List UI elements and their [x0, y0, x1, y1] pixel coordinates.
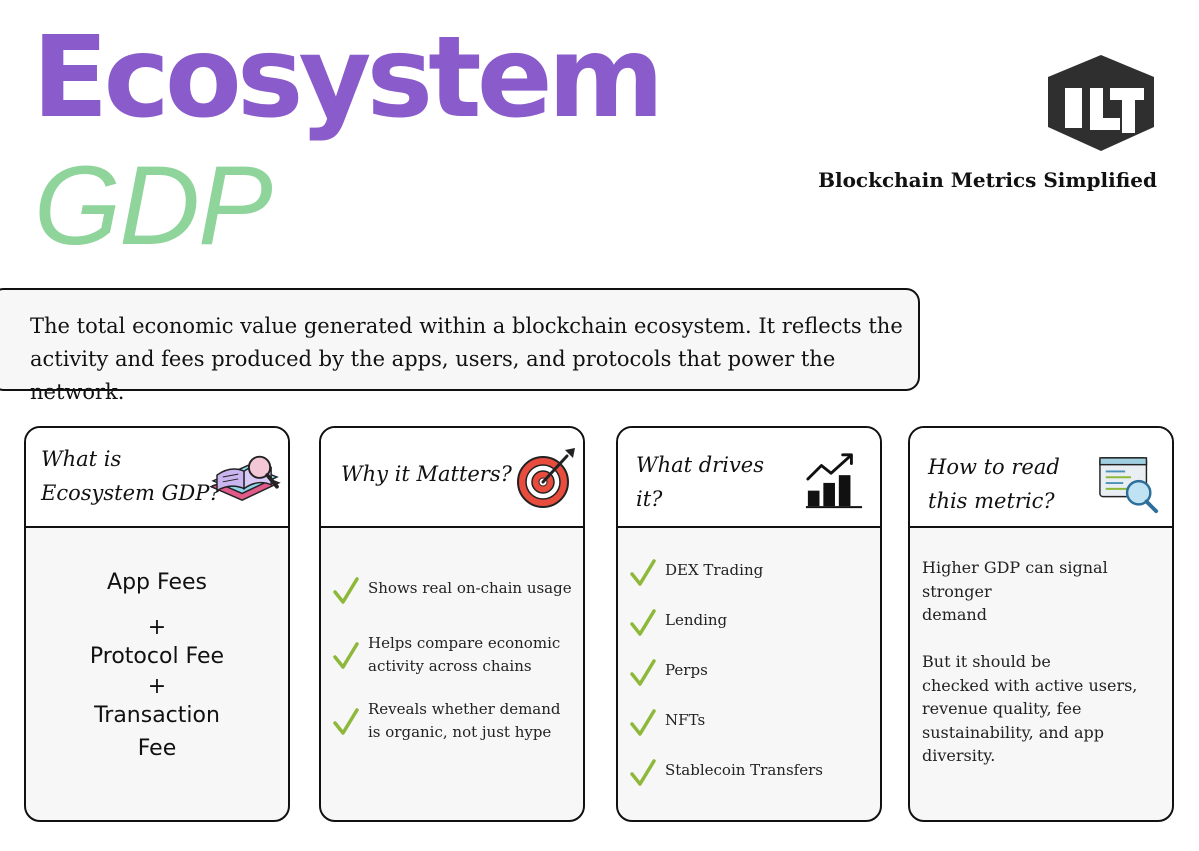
- formula-term: Protocol Fee: [89, 644, 225, 669]
- list-item: Shows real on-chain usage: [333, 577, 577, 604]
- check-icon: [333, 708, 359, 735]
- list-item: Reveals whether demand is organic, not j…: [333, 698, 577, 744]
- card-why-it-matters: Why it Matters? Shows real on-chain usag…: [319, 426, 585, 822]
- page-title: Ecosystem: [32, 13, 664, 143]
- list-item: NFTs: [630, 709, 874, 736]
- check-icon: [630, 609, 656, 636]
- check-icon: [333, 577, 359, 604]
- check-icon: [630, 709, 656, 736]
- benefit-list: Shows real on-chain usage Helps compare …: [333, 577, 577, 744]
- card-what-is: What is Ecosystem GDP? App Fees + Protoc…: [24, 426, 290, 822]
- list-item: Stablecoin Transfers: [630, 759, 874, 786]
- analytics-magnifier-icon: [1099, 457, 1159, 514]
- card-title: What is Ecosystem GDP?: [41, 447, 221, 505]
- formula-term: App Fees: [107, 570, 207, 595]
- driver-list: DEX Trading Lending Perps NFTs Stablecoi…: [630, 559, 874, 786]
- read-paragraph-1: Higher GDP can signal stronger demand: [922, 558, 1108, 624]
- read-paragraph-2: But it should be checked with active use…: [922, 652, 1138, 765]
- card-header: What drives it?: [618, 428, 880, 528]
- card-title: What drives it?: [636, 453, 765, 511]
- formula-term: Fee: [137, 736, 177, 761]
- formula-operator: +: [147, 674, 167, 699]
- target-arrow-icon: [517, 448, 575, 508]
- list-item: Lending: [630, 609, 874, 636]
- list-item: Perps: [630, 659, 874, 686]
- definition-box: The total economic value generated withi…: [0, 288, 920, 404]
- list-item: DEX Trading: [630, 559, 874, 586]
- definition-line: The total economic value generated withi…: [30, 314, 903, 338]
- check-icon: [630, 759, 656, 786]
- growth-chart-icon: [805, 453, 863, 509]
- card-how-to-read: How to read this metric? Higher GDP can …: [908, 426, 1174, 822]
- hexagon-cube-logo-icon: [1048, 55, 1154, 151]
- tagline: Blockchain Metrics Simplified: [818, 168, 1157, 192]
- card-header: What is Ecosystem GDP?: [26, 428, 288, 528]
- card-what-drives-it: What drives it? DEX Trading Lending Perp…: [616, 426, 882, 822]
- card-header: Why it Matters?: [321, 428, 583, 528]
- card-title: Why it Matters?: [341, 462, 512, 486]
- card-header: How to read this metric?: [910, 428, 1172, 528]
- page-subtitle: GDP: [34, 143, 273, 268]
- card-title: How to read this metric?: [928, 455, 1060, 513]
- list-item: Helps compare economic activity across c…: [333, 632, 577, 678]
- check-icon: [333, 642, 359, 669]
- check-icon: [630, 659, 656, 686]
- definition-line: activity and fees produced by the apps, …: [30, 347, 836, 404]
- formula-term: Transaction: [94, 703, 220, 728]
- formula-operator: +: [147, 615, 167, 640]
- check-icon: [630, 559, 656, 586]
- book-magnifier-icon: [209, 455, 281, 501]
